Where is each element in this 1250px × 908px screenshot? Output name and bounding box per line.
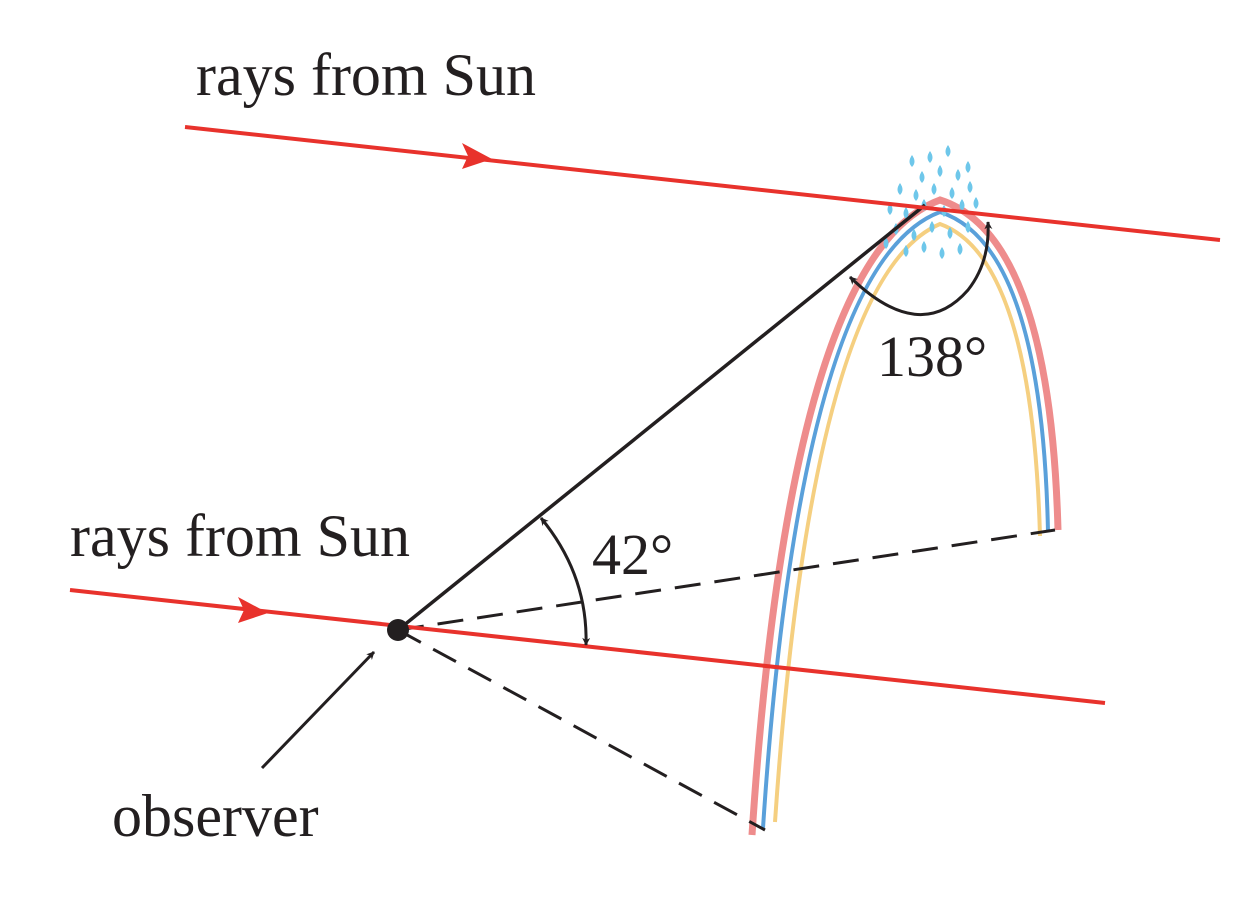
raindrop-icon <box>957 243 963 255</box>
raindrop-icon <box>949 187 955 199</box>
raindrop-icon <box>965 161 971 173</box>
observer-point <box>387 619 409 641</box>
raindrop-icon <box>921 241 927 253</box>
label-rays-top: rays from Sun <box>196 42 536 108</box>
line-of-sight <box>396 203 927 632</box>
raindrop-icon <box>973 197 979 209</box>
raindrop-icon <box>897 183 903 195</box>
sun-ray-bottom <box>69 588 1106 705</box>
rainbow-arc <box>748 196 1062 836</box>
observer-pointer-arrow <box>260 650 376 770</box>
ray-arrow-bottom-icon <box>238 597 268 623</box>
raindrop-icon <box>931 183 937 195</box>
raindrop-icon <box>945 145 951 157</box>
raindrop-icon <box>913 189 919 201</box>
label-angle-42: 42° <box>592 522 673 587</box>
raindrop-icon <box>903 207 909 219</box>
raindrop-icon <box>927 151 933 163</box>
label-angle-138: 138° <box>877 324 987 389</box>
ray-arrow-top-icon <box>462 143 492 169</box>
raindrop-icon <box>955 169 961 181</box>
dashed-line-right <box>397 528 1056 632</box>
raindrop-icon <box>919 171 925 183</box>
dashed-line-lower <box>397 628 766 832</box>
raindrop-icon <box>937 165 943 177</box>
raindrop-icon <box>967 181 973 193</box>
sun-ray-top <box>184 125 1221 242</box>
raindrop-icon <box>959 199 965 211</box>
angle-arc-42 <box>539 517 591 646</box>
angle-arc-138 <box>848 221 993 317</box>
raindrop-icon <box>909 155 915 167</box>
label-rays-bottom: rays from Sun <box>70 503 410 569</box>
label-observer: observer <box>112 783 319 849</box>
raindrop-icon <box>939 247 945 259</box>
